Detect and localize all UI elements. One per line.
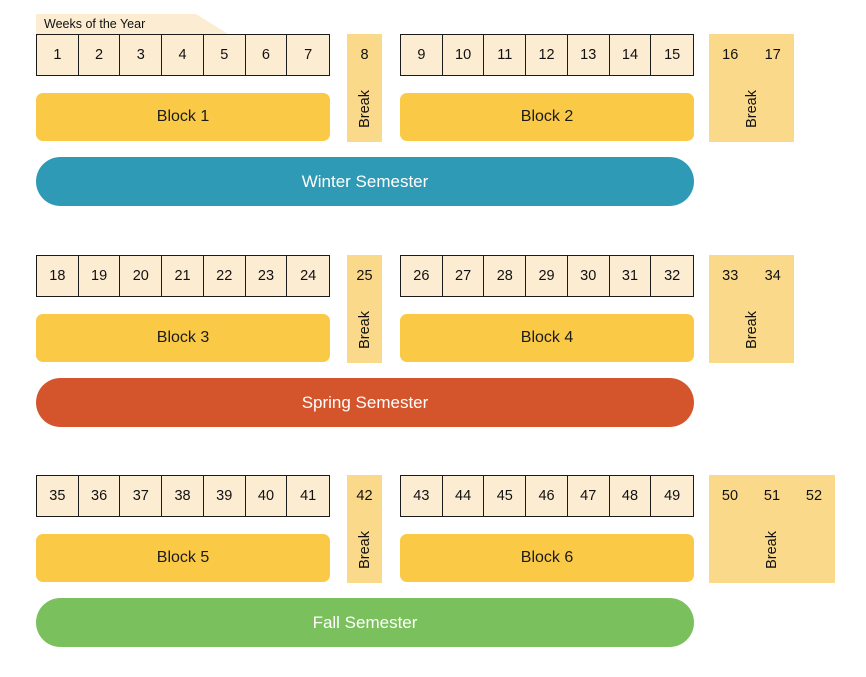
week-cell[interactable]: 30	[567, 256, 610, 296]
block-bar-block-1[interactable]: Block 1	[36, 93, 330, 141]
week-cell[interactable]: 13	[567, 35, 610, 75]
week-cell[interactable]: 29	[526, 256, 568, 296]
week-cell[interactable]: 20	[120, 256, 163, 296]
week-cell[interactable]: 4	[162, 35, 204, 75]
weeks-strip-block-6: 43 44 45 46 47 48 49	[400, 475, 694, 517]
break-column-week-8[interactable]: 8 Break	[347, 34, 382, 142]
weeks-strip-block-4: 26 27 28 29 30 31 32	[400, 255, 694, 297]
week-cell[interactable]: 26	[401, 256, 443, 296]
week-cell[interactable]: 40	[245, 476, 288, 516]
break-label: Break	[743, 311, 760, 349]
break-week-numbers: 16 17	[709, 34, 794, 76]
week-cell[interactable]: 46	[526, 476, 568, 516]
block-bar-block-5[interactable]: Block 5	[36, 534, 330, 582]
break-column-weeks-50-52[interactable]: 50 51 52 Break	[709, 475, 835, 583]
week-cell[interactable]: 9	[401, 35, 443, 75]
week-cell: 52	[805, 488, 823, 504]
week-cell[interactable]: 12	[526, 35, 568, 75]
week-cell[interactable]: 23	[245, 256, 288, 296]
week-cell[interactable]: 1	[37, 35, 79, 75]
break-week-numbers: 50 51 52	[709, 475, 835, 517]
weeks-of-the-year-label: Weeks of the Year	[44, 17, 146, 31]
week-cell[interactable]: 2	[78, 35, 121, 75]
break-label: Break	[764, 531, 780, 569]
week-cell[interactable]: 48	[609, 476, 652, 516]
semester-bar-winter[interactable]: Winter Semester	[36, 157, 694, 206]
week-cell: 33	[722, 268, 739, 284]
week-cell[interactable]: 31	[609, 256, 652, 296]
block-bar-block-4[interactable]: Block 4	[400, 314, 694, 362]
break-label: Break	[743, 90, 760, 128]
break-week-numbers: 8	[347, 34, 382, 76]
week-cell[interactable]: 45	[484, 476, 527, 516]
break-label: Break	[356, 311, 373, 349]
weeks-strip-block-2: 9 10 11 12 13 14 15	[400, 34, 694, 76]
break-column-week-25[interactable]: 25 Break	[347, 255, 382, 363]
week-cell[interactable]: 36	[78, 476, 121, 516]
week-cell[interactable]: 18	[37, 256, 79, 296]
semester-bar-spring[interactable]: Spring Semester	[36, 378, 694, 427]
week-cell[interactable]: 14	[609, 35, 652, 75]
weeks-of-the-year-tab-taper	[196, 14, 228, 34]
block-bar-block-3[interactable]: Block 3	[36, 314, 330, 362]
week-cell[interactable]: 38	[162, 476, 204, 516]
break-label: Break	[356, 90, 373, 128]
weeks-of-the-year-tab: Weeks of the Year	[36, 14, 196, 34]
week-cell[interactable]: 15	[651, 35, 694, 75]
break-column-weeks-33-34[interactable]: 33 34 Break	[709, 255, 794, 363]
break-week-numbers: 33 34	[709, 255, 794, 297]
week-cell[interactable]: 28	[484, 256, 527, 296]
week-cell[interactable]: 41	[287, 476, 330, 516]
semester-bar-fall[interactable]: Fall Semester	[36, 598, 694, 647]
week-cell[interactable]: 5	[203, 35, 246, 75]
week-cell[interactable]: 44	[442, 476, 485, 516]
week-cell[interactable]: 3	[120, 35, 163, 75]
week-cell[interactable]: 7	[287, 35, 330, 75]
break-column-week-42[interactable]: 42 Break	[347, 475, 382, 583]
week-cell[interactable]: 49	[651, 476, 694, 516]
week-cell[interactable]: 21	[162, 256, 204, 296]
break-label: Break	[356, 531, 373, 569]
week-cell: 42	[356, 488, 373, 504]
week-cell: 17	[764, 47, 781, 63]
block-bar-block-6[interactable]: Block 6	[400, 534, 694, 582]
week-cell[interactable]: 39	[203, 476, 246, 516]
week-cell[interactable]: 27	[442, 256, 485, 296]
week-cell[interactable]: 11	[484, 35, 527, 75]
week-cell: 25	[356, 268, 373, 284]
break-week-numbers: 25	[347, 255, 382, 297]
block-bar-block-2[interactable]: Block 2	[400, 93, 694, 141]
week-cell[interactable]: 35	[37, 476, 79, 516]
week-cell[interactable]: 24	[287, 256, 330, 296]
weeks-strip-block-1: 1 2 3 4 5 6 7	[36, 34, 330, 76]
week-cell: 8	[360, 47, 369, 63]
break-week-numbers: 42	[347, 475, 382, 517]
week-cell: 50	[721, 488, 739, 504]
week-cell[interactable]: 43	[401, 476, 443, 516]
week-cell: 34	[764, 268, 781, 284]
week-cell: 16	[722, 47, 739, 63]
week-cell[interactable]: 22	[203, 256, 246, 296]
week-cell[interactable]: 37	[120, 476, 163, 516]
week-cell[interactable]: 10	[442, 35, 485, 75]
week-cell[interactable]: 19	[78, 256, 121, 296]
week-cell: 51	[763, 488, 781, 504]
weeks-strip-block-5: 35 36 37 38 39 40 41	[36, 475, 330, 517]
week-cell[interactable]: 47	[567, 476, 610, 516]
weeks-strip-block-3: 18 19 20 21 22 23 24	[36, 255, 330, 297]
week-cell[interactable]: 32	[651, 256, 694, 296]
break-column-weeks-16-17[interactable]: 16 17 Break	[709, 34, 794, 142]
week-cell[interactable]: 6	[245, 35, 288, 75]
